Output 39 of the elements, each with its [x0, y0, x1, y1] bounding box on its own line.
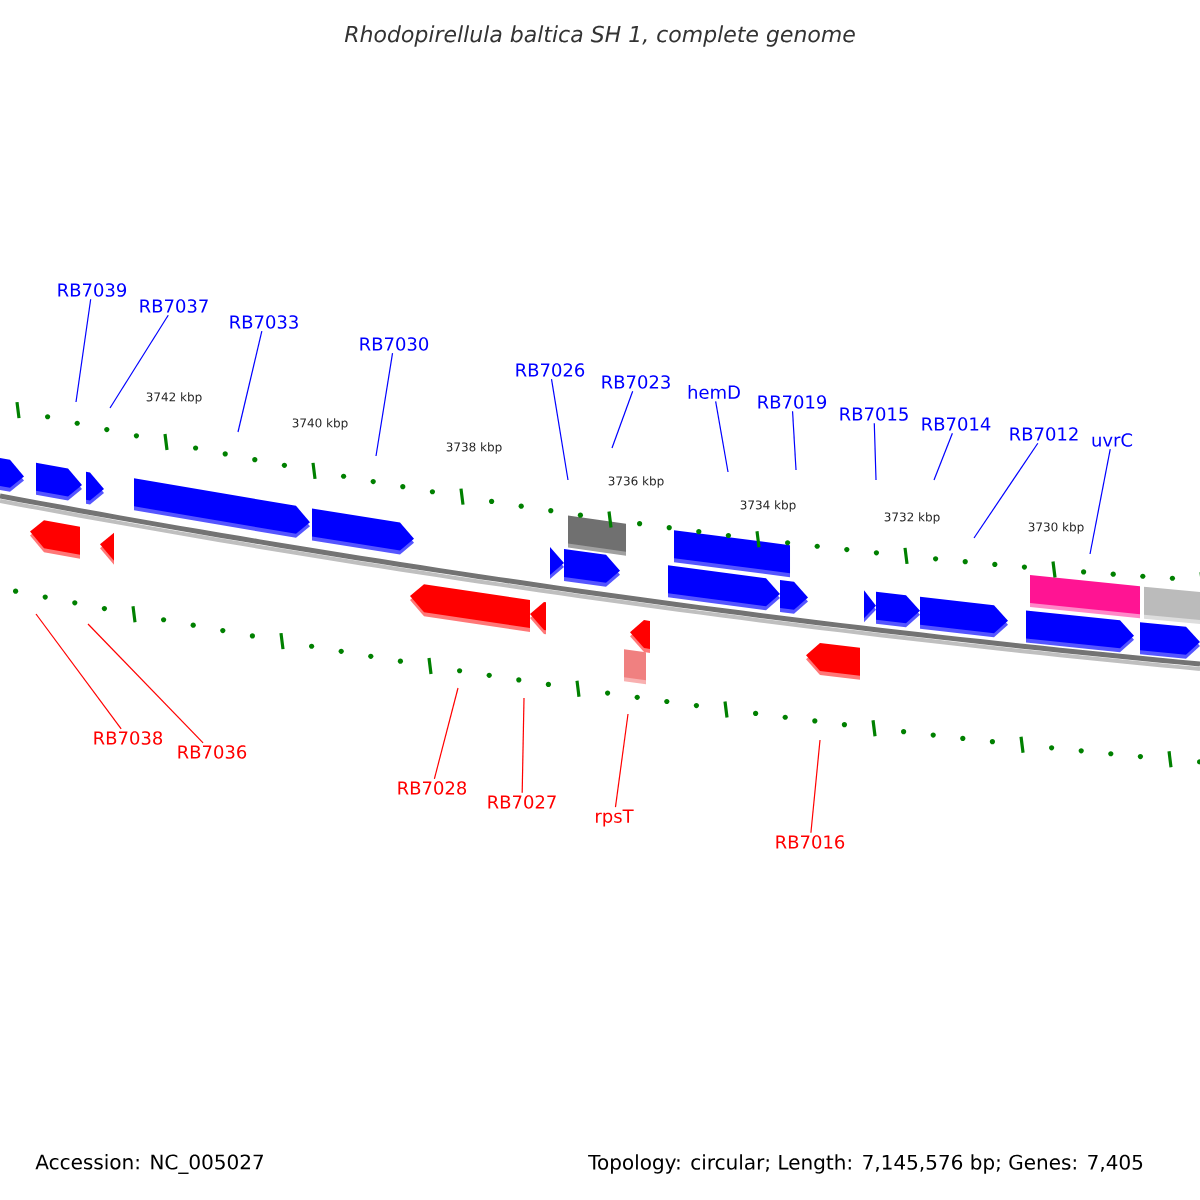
leader-line — [237, 330, 263, 433]
leader-line — [375, 352, 394, 457]
gene-label: RB7019 — [758, 395, 827, 409]
gene-label: RB7027 — [488, 795, 556, 809]
leader-line — [933, 432, 953, 481]
gene-label: RB7016 — [776, 835, 845, 849]
leader-line — [75, 298, 92, 403]
leader-line — [550, 378, 569, 481]
leader-line — [109, 314, 169, 409]
leader-line — [87, 623, 204, 744]
leader-line — [873, 422, 877, 481]
title: Rhodopirellula baltica SH 1, complete genome — [344, 25, 855, 47]
leader-line — [715, 400, 729, 473]
leader-line — [1089, 448, 1111, 555]
leader-line — [810, 739, 821, 834]
leader-line — [611, 390, 634, 449]
leader-line — [521, 697, 525, 794]
gene-label: RB7026 — [516, 363, 585, 377]
gene-label: RB7028 — [398, 781, 467, 795]
gene-label: RB7036 — [178, 745, 247, 759]
gene-label: RB7039 — [58, 283, 127, 297]
leader-line — [614, 713, 629, 808]
gene-label: RB7014 — [922, 417, 991, 431]
gene-label: RB7015 — [840, 407, 908, 421]
gene-label: uvrC — [1092, 433, 1133, 447]
gene-label: RB7012 — [1010, 427, 1078, 441]
footer-text: Topology: circular; Length: 7,145,576 bp; Genes: 7,405 — [588, 1154, 1143, 1174]
gene-label: RB7037 — [140, 299, 208, 313]
gene-label: RB7033 — [230, 315, 298, 329]
leader-line — [35, 613, 122, 730]
gene-label: RB7023 — [602, 375, 670, 389]
leader-line — [973, 442, 1039, 539]
leader-line — [433, 687, 459, 780]
gene-label: RB7038 — [94, 731, 163, 745]
footer-text: Accession: NC_005027 — [35, 1154, 263, 1174]
gene-label: hemD — [688, 385, 740, 399]
leader-line — [791, 410, 797, 471]
gene-label: rpsT — [596, 809, 634, 827]
gene-label: RB7030 — [360, 337, 429, 351]
